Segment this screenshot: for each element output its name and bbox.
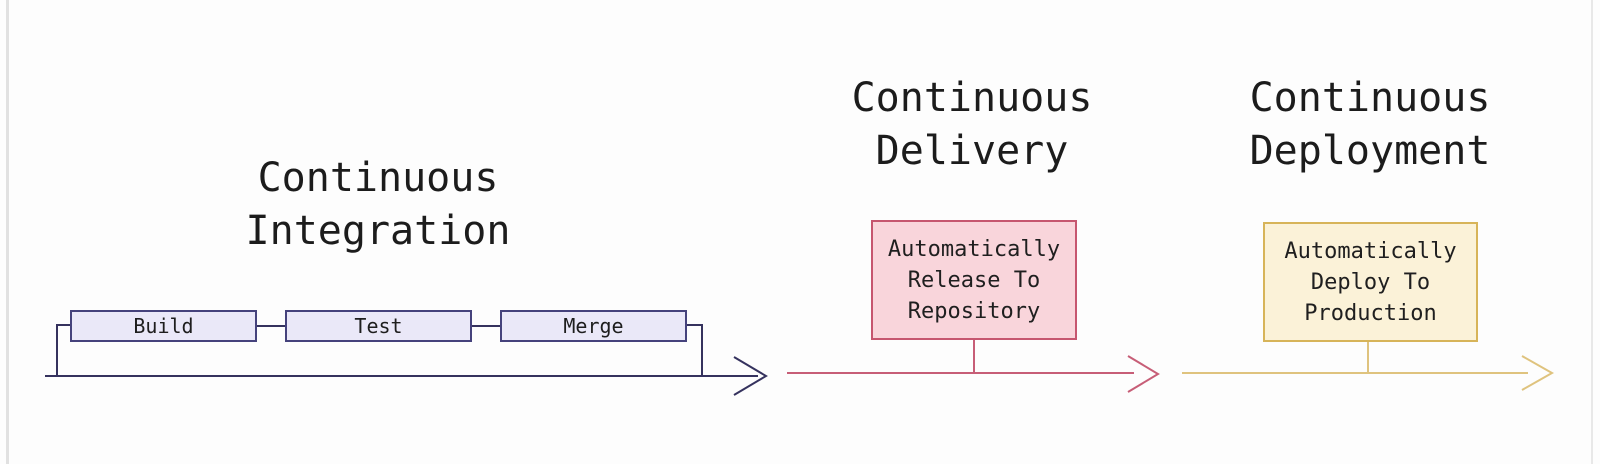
- title-line: Integration: [245, 208, 511, 254]
- build-step-box: Build: [70, 310, 257, 342]
- continuous-delivery-title: Continuous Delivery: [852, 72, 1093, 178]
- title-line: Continuous: [851, 75, 1093, 121]
- title-line: Delivery: [875, 128, 1069, 174]
- continuous-deployment-title: Continuous Deployment: [1250, 72, 1491, 178]
- release-to-repository-box: Automatically Release To Repository: [871, 220, 1077, 340]
- frame-right-edge: [1591, 0, 1593, 464]
- ci-arrowhead-icon: [733, 356, 768, 396]
- build-step-label: Build: [133, 314, 194, 338]
- deploy-to-production-box: Automatically Deploy To Production: [1263, 222, 1478, 342]
- cd-arrowhead-icon: [1127, 355, 1160, 393]
- note-line: Automatically: [887, 236, 1061, 262]
- cdep-arrowhead-icon: [1521, 355, 1555, 391]
- merge-step-box: Merge: [500, 310, 687, 342]
- title-line: Continuous: [1249, 75, 1491, 121]
- test-step-label: Test: [354, 314, 403, 338]
- ci-left-bracket-connector: [56, 324, 70, 376]
- frame-left-edge: [6, 0, 9, 464]
- merge-step-label: Merge: [563, 314, 624, 338]
- ci-right-bracket-connector: [687, 324, 703, 376]
- note-line: Production: [1304, 300, 1437, 326]
- note-line: Repository: [907, 298, 1041, 324]
- continuous-integration-title: Continuous Integration: [246, 152, 511, 258]
- title-line: Deployment: [1249, 128, 1491, 174]
- note-line: Automatically: [1284, 238, 1457, 264]
- note-line: Release To: [907, 267, 1041, 293]
- note-line: Deploy To: [1310, 269, 1431, 295]
- title-line: Continuous: [257, 155, 499, 201]
- test-step-box: Test: [285, 310, 472, 342]
